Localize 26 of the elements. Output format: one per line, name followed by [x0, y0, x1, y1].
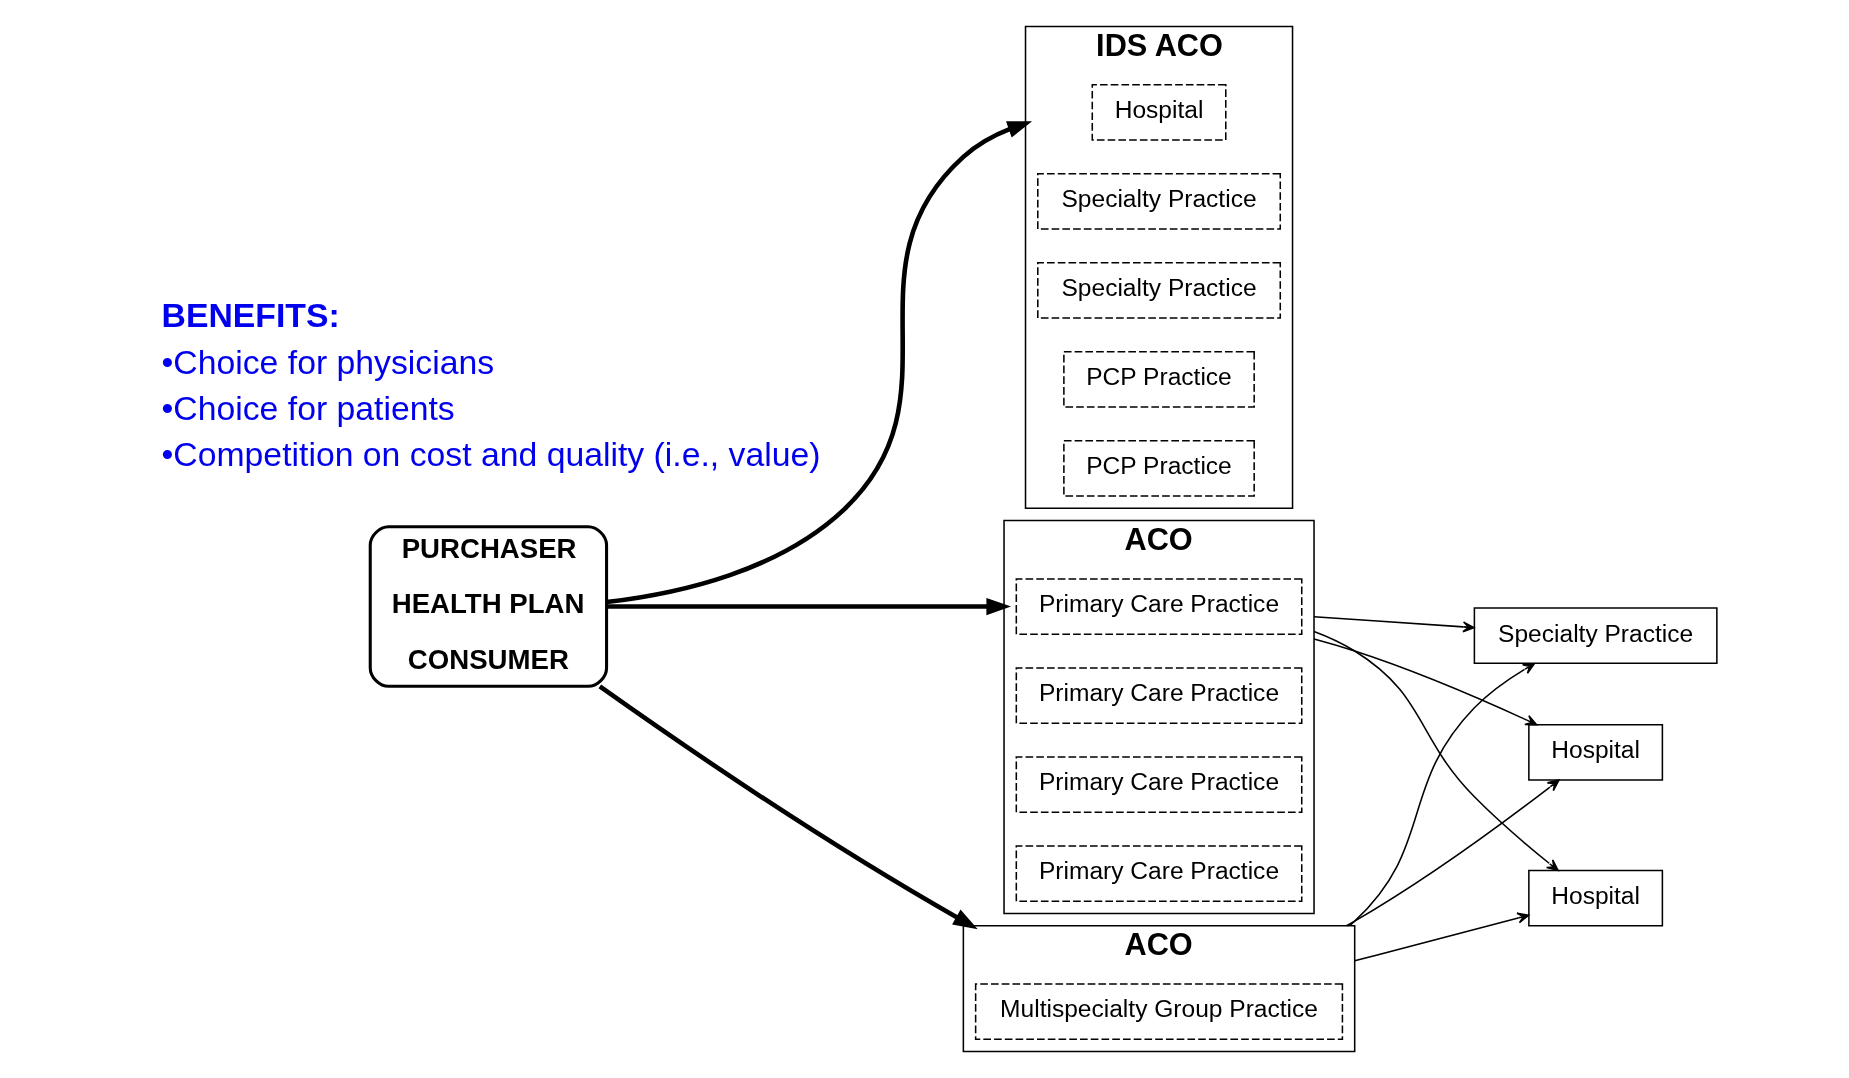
arrow: [598, 684, 978, 930]
label: BENEFITS:: [161, 295, 340, 334]
node-box: Hospital: [1527, 869, 1663, 927]
label: •Choice for patients: [161, 389, 455, 428]
node-box: Primary Care Practice: [1015, 845, 1302, 902]
arrow: [606, 597, 1011, 616]
arrow: [1312, 638, 1537, 726]
node-box: Specialty Practice: [1036, 262, 1281, 319]
label: •Competition on cost and quality (i.e., value): [161, 435, 821, 474]
node-box: Primary Care Practice: [1015, 578, 1302, 635]
node-box: Primary Care Practice: [1015, 756, 1302, 813]
node-box: Hospital: [1527, 723, 1663, 781]
arrow: [1312, 630, 1559, 872]
arrow: [605, 121, 1032, 605]
node-box: PURCHASER HEALTH PLAN CONSUMER: [368, 525, 608, 688]
node-box: PCP Practice: [1062, 351, 1255, 408]
node-box: Specialty Practice: [1473, 607, 1718, 665]
node-box: PCP Practice: [1062, 440, 1255, 497]
node-box: Primary Care Practice: [1015, 667, 1302, 724]
arrow: [1345, 779, 1560, 927]
arrow: [1353, 912, 1529, 962]
arrow: [1312, 616, 1475, 633]
node-box: Multispecialty Group Practice: [974, 983, 1343, 1041]
node-box: Specialty Practice: [1036, 173, 1281, 230]
node-box: Hospital: [1091, 84, 1227, 141]
label: •Choice for physicians: [161, 343, 494, 382]
